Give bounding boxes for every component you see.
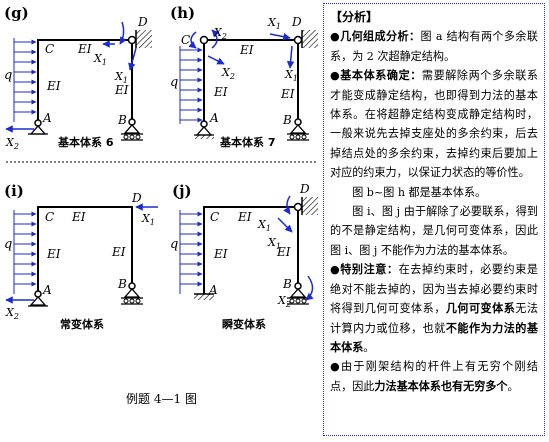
hinge-d <box>293 202 303 212</box>
wall-hatch-d <box>136 30 152 48</box>
node-b-label: B <box>117 277 127 291</box>
analysis-note: ●特别注意：在去掉约束时，必要约束是绝对不能去掉的，因为当去掉必要约束时将得到几… <box>330 263 538 354</box>
node-d-label: D <box>131 191 142 205</box>
beam-ei-label: EI <box>239 43 254 57</box>
analysis-figures-b-h: 图 b~图 h 都是基本体系。 <box>352 185 487 199</box>
column-ei-label: EI <box>46 247 61 261</box>
analysis-panel: 【分析】 ●几何组成分析：图 a 结构有两个多余联系，为 2 次超静定结构。 ●… <box>323 3 545 436</box>
diagram-g: (g) q C EI EI EI D X1 X1 <box>4 4 152 151</box>
roller-support-b <box>289 288 307 298</box>
panel-label-i: (i) <box>4 182 24 200</box>
analysis-infinite-systems: ●由于刚架结构的杆件上有无穷个刚结点，因此力法基本体系也有无穷多个。 <box>330 360 538 393</box>
figure-caption: 例题 4—1 图 <box>126 392 197 406</box>
x1-label-h-bot: X1 <box>284 68 298 83</box>
x1-moment-arrow <box>119 21 127 45</box>
x2-label-g: X2 <box>5 136 19 151</box>
frame-i <box>37 206 133 294</box>
x1-label-h-top: X1 <box>267 16 281 31</box>
node-d-label: D <box>137 15 148 29</box>
roller-support-b <box>289 124 307 134</box>
pin-support-a <box>29 296 47 306</box>
x1-moment-arrow <box>283 195 291 215</box>
x2-moment-arrow <box>305 275 314 301</box>
pin-support-a <box>29 125 47 135</box>
frame-h <box>203 39 299 124</box>
panel-label-h: (h) <box>170 4 195 22</box>
beam-ei-label: EI <box>71 210 86 224</box>
column-ei-label: EI <box>280 87 295 101</box>
node-c-label: C <box>45 42 54 56</box>
fixed-support-a <box>194 294 214 300</box>
x1-label-g: X1 <box>93 52 107 67</box>
x1-label-i: X1 <box>141 212 155 227</box>
panel-label-j: (j) <box>172 182 192 200</box>
distributed-load-j <box>179 210 203 294</box>
structure-diagrams: (g) q C EI EI EI D X1 X1 <box>4 4 318 331</box>
system-label-h: 基本体系 7 <box>219 135 275 149</box>
analysis-geometry: ●几何组成分析：图 a 结构有两个多余联系，为 2 次超静定结构。 <box>330 30 538 63</box>
node-c-label: C <box>45 210 54 224</box>
node-a-label: A <box>42 283 52 297</box>
frame-g <box>37 39 133 123</box>
distributed-load-i <box>13 210 37 294</box>
load-label-g: q <box>4 68 12 83</box>
node-d-label: D <box>291 15 302 29</box>
node-a-label: A <box>209 111 219 125</box>
pin-support-a <box>195 126 213 136</box>
system-label-i: 常变体系 <box>60 317 104 331</box>
node-a-label: A <box>42 111 52 125</box>
column-ei-label: EI <box>46 79 61 93</box>
column-ei-label: EI <box>213 85 228 99</box>
frame-j <box>203 206 299 294</box>
panel-label-g: (g) <box>4 4 29 22</box>
analysis-figures-i-j: 图 i、图 j 由于解除了必要联系，得到的不是静定结构，是几何可变体系，因此图 … <box>330 205 538 257</box>
hinge-d <box>127 35 137 45</box>
column-ei-label: EI <box>276 245 291 259</box>
node-b-label: B <box>282 277 292 291</box>
diagram-h: (h) q C EI EI EI X2 X2 D X1 <box>170 4 318 149</box>
column-ei-label: EI <box>111 245 126 259</box>
diagram-i: (i) q C EI EI EI D X1 A X2 <box>4 182 158 331</box>
roller-support-b <box>123 124 141 134</box>
system-label-g: 基本体系 6 <box>57 135 114 149</box>
analysis-title: 【分析】 <box>330 10 379 24</box>
analysis-basic-system: ●基本体系确定：需要解除两个多余联系才能变成静定结构，也即得到力法的基本体系。在… <box>330 69 538 180</box>
hinge-c <box>199 35 209 45</box>
node-b-label: B <box>117 113 127 127</box>
load-label-j: q <box>170 237 178 252</box>
hinge-d <box>293 35 303 45</box>
column-ei-label: EI <box>213 247 228 261</box>
beam-ei-label: EI <box>77 42 92 56</box>
x2-label-h-top: X2 <box>213 26 227 41</box>
load-label-h: q <box>170 75 178 90</box>
distributed-load-g <box>13 38 37 122</box>
node-d-label: D <box>299 182 310 196</box>
x1-label-j-a: X1 <box>257 218 271 233</box>
roller-support-b <box>123 288 141 298</box>
x1-force-arrow <box>269 32 291 41</box>
system-label-j: 瞬变体系 <box>222 317 266 331</box>
x2-moment-arrow <box>188 31 197 49</box>
load-label-i: q <box>4 237 12 252</box>
node-b-label: B <box>282 113 292 127</box>
node-c-label: C <box>181 33 190 47</box>
column-ei-label: EI <box>114 83 129 97</box>
x2-label-h-bot: X2 <box>221 66 235 81</box>
x1b-label-g: X1 <box>114 70 128 85</box>
x2-label-i: X2 <box>5 306 19 321</box>
beam-ei-label: EI <box>237 210 252 224</box>
x2-label-j: X2 <box>277 294 291 309</box>
distributed-load-h <box>179 46 203 124</box>
diagram-j: (j) q C EI EI EI D X1 X1 A <box>170 182 318 331</box>
node-c-label: C <box>210 210 219 224</box>
x1-label-j-b: X1 <box>267 236 281 251</box>
node-a-label: A <box>208 283 218 297</box>
